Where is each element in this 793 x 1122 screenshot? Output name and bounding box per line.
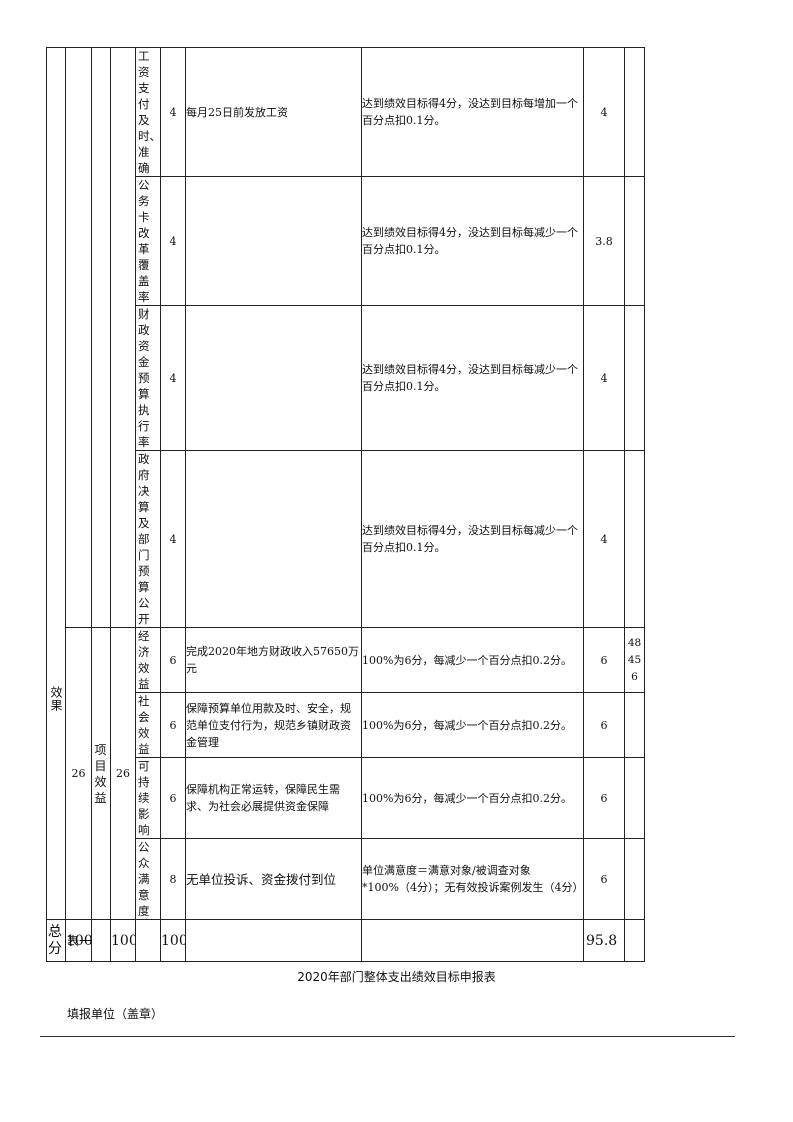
- total-value: 100: [65, 919, 92, 962]
- indicator-note: [624, 838, 645, 920]
- table-row: 社会效益 6 保障预算单位用款及时、安全，规范单位支付行为，规范乡镇财政资金管理…: [47, 692, 645, 758]
- table-row: 财政资金预算执行率 4 达到绩效目标得4分，没达到目标每减少一个百分点扣0.1分…: [47, 305, 645, 451]
- indicator-note: [624, 692, 645, 758]
- indicator-note: [624, 305, 645, 451]
- indicator-weight: 4: [160, 305, 186, 451]
- table-row: 公众满意度 8 无单位投诉、资金拨付到位 单位满意度＝满意对象/被调查对象*10…: [47, 838, 645, 920]
- indicator-name: 工资支付及时、准确: [135, 47, 161, 177]
- divider-line: [40, 1036, 735, 1037]
- indicator-note: [624, 176, 645, 306]
- indicator-name: 公众满意度: [135, 838, 161, 920]
- indicator-score: 4: [583, 450, 625, 628]
- indicator-weight: 6: [160, 757, 186, 839]
- indicator-weight: 4: [160, 450, 186, 628]
- indicator-standard: 达到绩效目标得4分，没达到目标每减少一个百分点扣0.1分。: [361, 176, 584, 306]
- blank-cell: [91, 919, 111, 962]
- blank-cell: [185, 919, 362, 962]
- indicator-weight: 8: [160, 838, 186, 920]
- table-row: 26 项目效益 26 经济效益 6 完成2020年地方财政收入57650万元 1…: [47, 627, 645, 920]
- table-row: 可持续影响 6 保障机构正常运转，保障民生需求、为社会必展提供资金保障 100%…: [47, 757, 645, 839]
- blank-cell: [110, 47, 136, 628]
- performance-table: 效果 工资支付及时、准确 4 每月25日前发放工资 达到绩效目标得4分，没达到目…: [46, 47, 645, 962]
- indicator-target: [185, 305, 362, 451]
- total-value: 100: [160, 919, 186, 962]
- indicator-name: 公务卡改革覆盖率: [135, 176, 161, 306]
- indicator-score: 3.8: [583, 176, 625, 306]
- blank-cell: [361, 919, 584, 962]
- total-label-cell: 总分: [46, 919, 66, 962]
- indicator-name: 可持续影响: [135, 757, 161, 839]
- indicator-target: 无单位投诉、资金拨付到位: [185, 838, 362, 920]
- indicator-standard: 达到绩效目标得4分，没达到目标每减少一个百分点扣0.1分。: [361, 305, 584, 451]
- indicator-note: 48456: [624, 627, 645, 693]
- table-row: 政府决算及部门预算公开 4 达到绩效目标得4分，没达到目标每减少一个百分点扣0.…: [47, 450, 645, 628]
- indicator-target: 每月25日前发放工资: [185, 47, 362, 177]
- indicator-standard: 达到绩效目标得4分，没达到目标每减少一个百分点扣0.1分。: [361, 450, 584, 628]
- form-title: 2020年部门整体支出绩效目标申报表: [297, 970, 496, 984]
- total-value: 100: [110, 919, 136, 962]
- unit-label: 填报单位（盖章）: [67, 1007, 164, 1021]
- indicator-note: [624, 47, 645, 177]
- indicator-name: 财政资金预算执行率: [135, 305, 161, 451]
- indicator-score: 6: [583, 838, 625, 920]
- table-number-label: 表一: [67, 934, 92, 948]
- level1-label: 效果: [49, 685, 63, 712]
- indicator-weight: 4: [160, 176, 186, 306]
- indicator-standard: 达到绩效目标得4分，没达到目标每增加一个百分点扣0.1分。: [361, 47, 584, 177]
- indicator-standard: 100%为6分，每减少一个百分点扣0.2分。: [361, 757, 584, 839]
- indicator-name: 社会效益: [135, 692, 161, 758]
- indicator-standard: 100%为6分，每减少一个百分点扣0.2分。: [361, 627, 584, 693]
- blank-cell: [135, 919, 161, 962]
- total-row: 总分 100 100 100 95.8: [46, 919, 645, 962]
- level2-label: 项目效益: [94, 742, 108, 805]
- level2-weight: 26: [110, 627, 136, 920]
- indicator-score: 4: [583, 47, 625, 177]
- indicator-name: 经济效益: [135, 627, 161, 693]
- level2-cell: 项目效益: [91, 627, 111, 920]
- blank-cell: [624, 919, 645, 962]
- indicator-note: [624, 757, 645, 839]
- indicator-target: 完成2020年地方财政收入57650万元: [185, 627, 362, 693]
- table-row: 公务卡改革覆盖率 4 达到绩效目标得4分，没达到目标每减少一个百分点扣0.1分。…: [47, 176, 645, 306]
- indicator-weight: 6: [160, 692, 186, 758]
- indicator-weight: 4: [160, 47, 186, 177]
- indicator-standard: 100%为6分，每减少一个百分点扣0.2分。: [361, 692, 584, 758]
- indicator-target: [185, 450, 362, 628]
- level1-weight: 26: [65, 627, 92, 920]
- indicator-standard: 单位满意度＝满意对象/被调查对象*100%（4分）；无有效投诉案例发生（4分）: [361, 838, 584, 920]
- indicator-target: 保障机构正常运转，保障民生需求、为社会必展提供资金保障: [185, 757, 362, 839]
- indicator-target: 保障预算单位用款及时、安全，规范单位支付行为，规范乡镇财政资金管理: [185, 692, 362, 758]
- indicator-weight: 6: [160, 627, 186, 693]
- indicator-score: 6: [583, 627, 625, 693]
- indicator-target: [185, 176, 362, 306]
- table-row: 效果 工资支付及时、准确 4 每月25日前发放工资 达到绩效目标得4分，没达到目…: [46, 47, 645, 920]
- indicator-score: 4: [583, 305, 625, 451]
- total-label: 总分: [48, 923, 62, 957]
- indicator-score: 6: [583, 692, 625, 758]
- blank-cell: [91, 47, 111, 628]
- blank-cell: [65, 47, 92, 628]
- total-score: 95.8: [583, 919, 625, 962]
- level1-cell: 效果: [46, 47, 66, 920]
- indicator-name: 政府决算及部门预算公开: [135, 450, 161, 628]
- indicator-note: [624, 450, 645, 628]
- indicator-score: 6: [583, 757, 625, 839]
